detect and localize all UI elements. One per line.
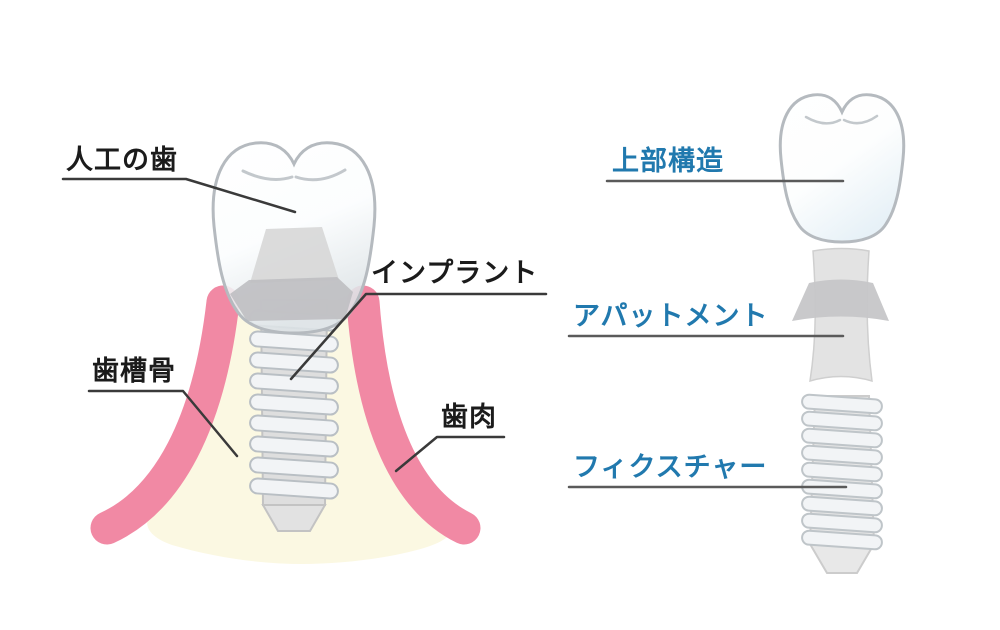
label-fixture: フィクスチャー [573,452,768,482]
implant-collar [230,277,353,321]
exploded-crown-illustration [778,93,906,244]
crown-groove-line [804,114,879,125]
label-gum: 歯肉 [441,402,497,432]
leader-line-implant [289,292,548,381]
fixture-illustration [801,393,883,574]
implant-screw-illustration [249,299,339,532]
leader-line-artificial-tooth [61,177,297,214]
leader-line-gum [394,435,506,473]
abutment-through-crown [250,227,339,283]
abutment-illustration [792,247,889,383]
abutment-collar [792,279,889,321]
label-abutment: アパットメント [573,301,769,331]
leader-line-alveolar-bone [87,389,239,458]
label-artificial-tooth: 人工の歯 [66,145,178,175]
label-superstructure: 上部構造 [612,146,724,176]
label-alveolar-bone: 歯槽骨 [92,356,176,386]
gum-illustration [90,285,481,545]
tooth-crown-illustration [211,141,377,335]
crown-groove-line [241,168,347,182]
label-implant: インプラント [371,258,539,288]
